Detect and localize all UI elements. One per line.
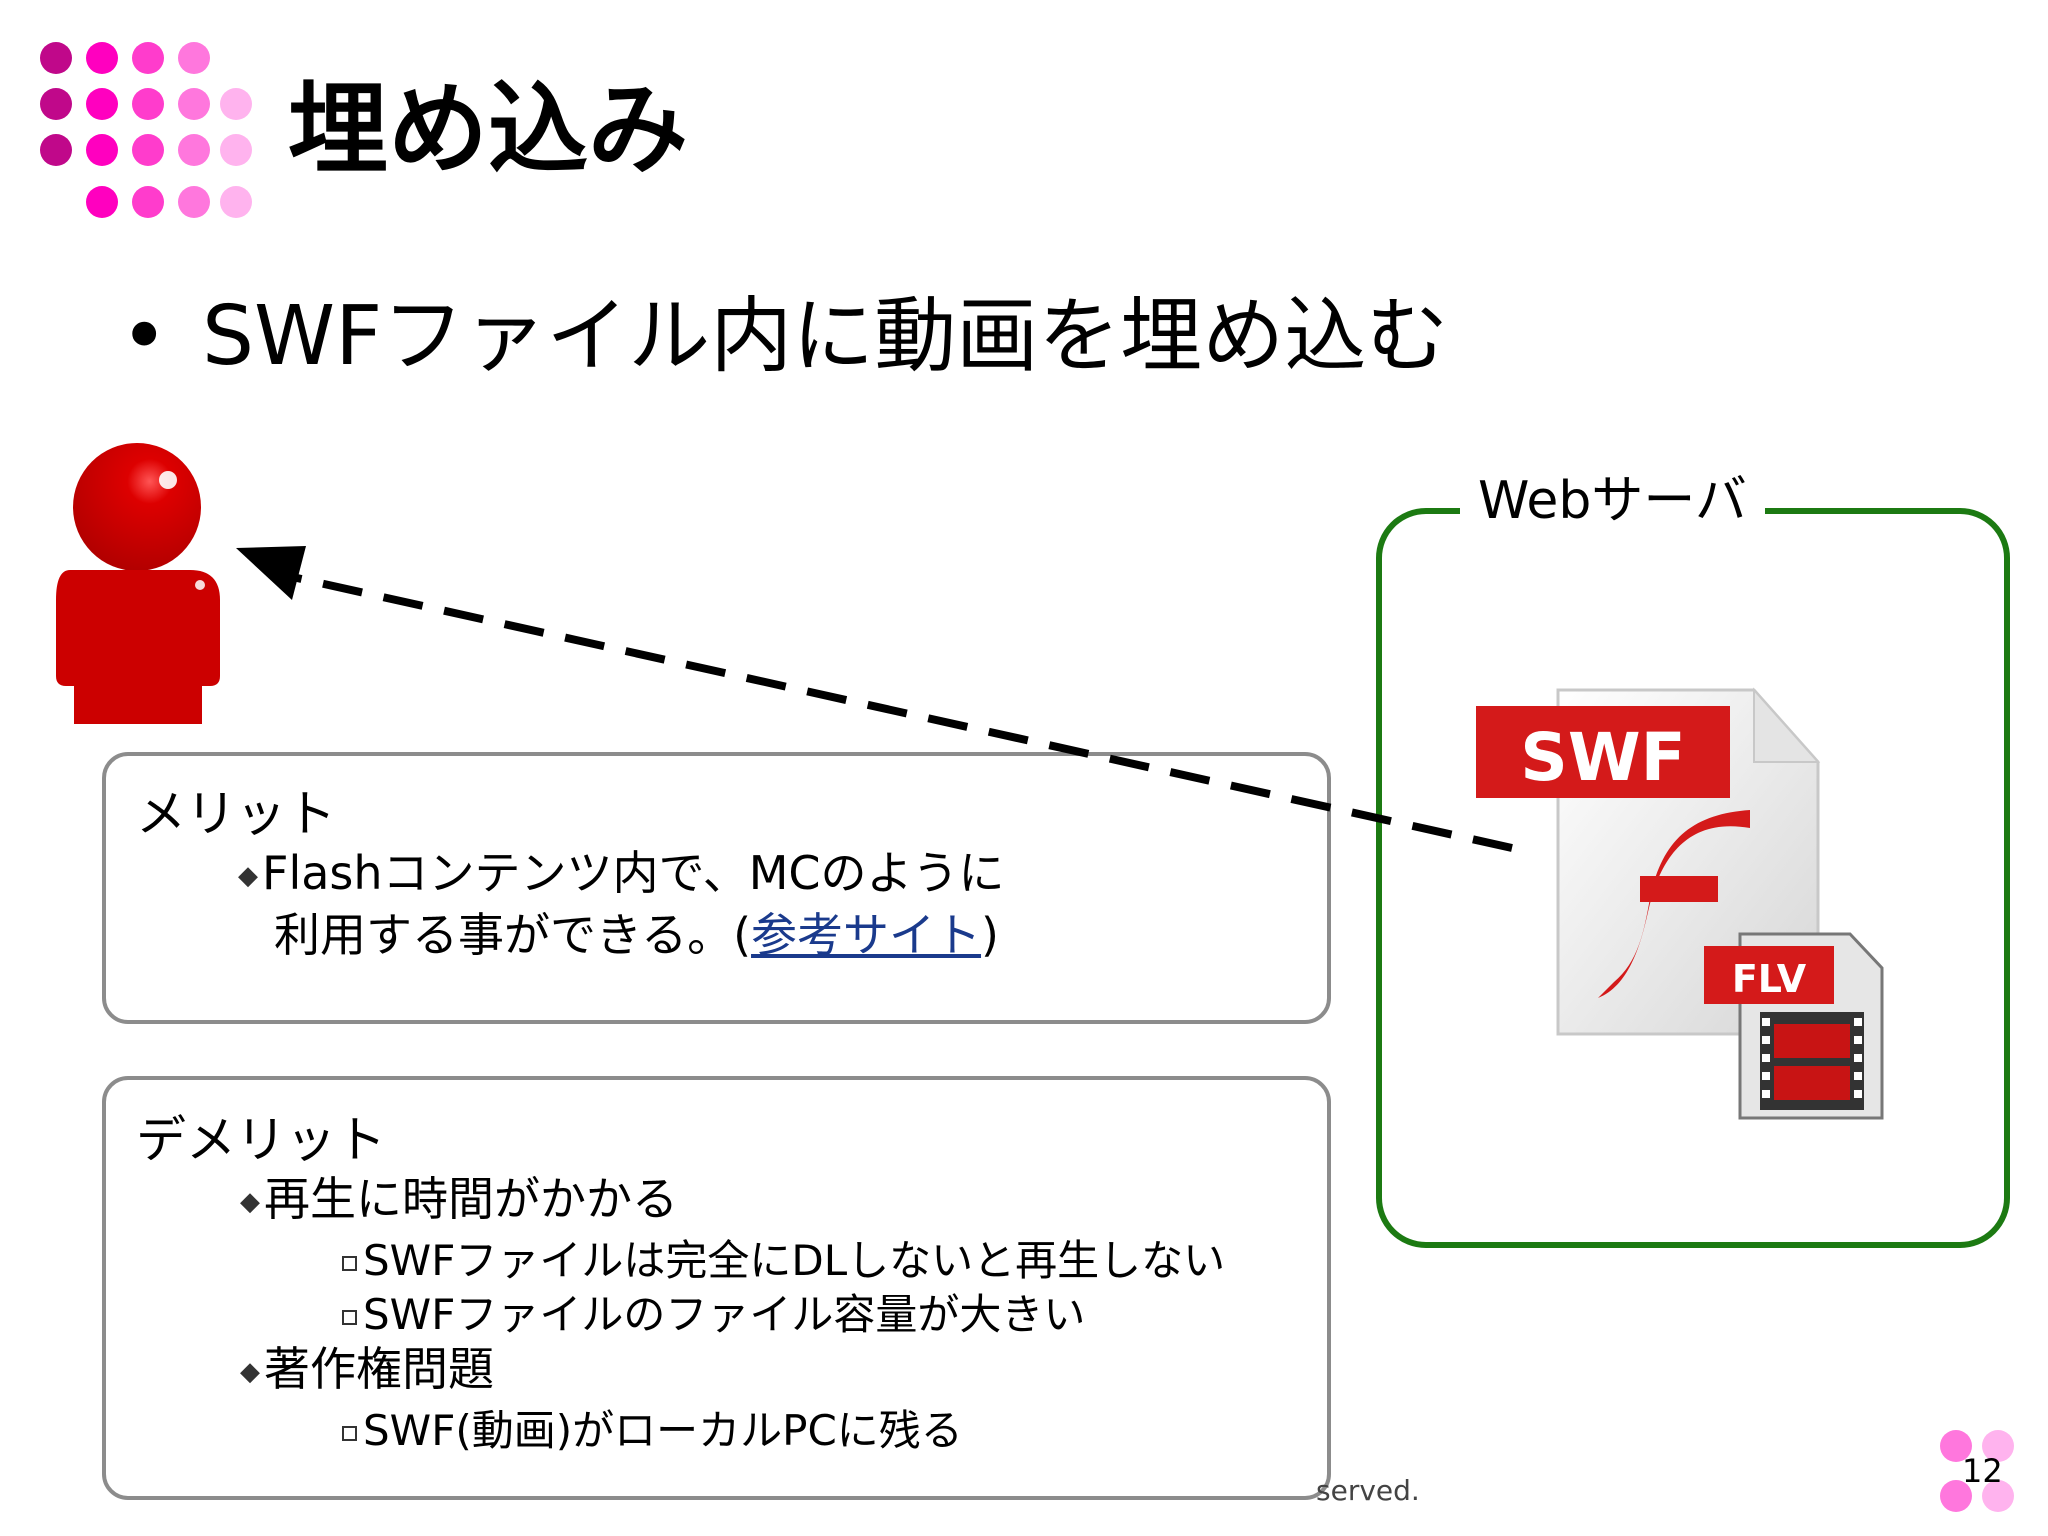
- demerit-item: ◆再生に時間がかかる: [240, 1172, 678, 1227]
- logo-dot: [1940, 1480, 1972, 1512]
- web-server-label: Webサーバ: [1460, 470, 1765, 533]
- demerit-subitem-text: SWFファイルのファイル容量が大きい: [363, 1290, 1086, 1339]
- demerit-subitem-text: SWF(動画)がローカルPCに残る: [363, 1406, 963, 1455]
- merit-item-line2: 利用する事ができる。(参考サイト): [274, 908, 999, 963]
- logo-dot: [220, 186, 252, 218]
- bullet-marker: •: [120, 289, 169, 384]
- bullet-text: SWFファイル内に動画を埋め込む: [202, 289, 1449, 384]
- demerit-box: デメリット ◆再生に時間がかかる SWFファイルは完全にDLしないと再生しない …: [102, 1076, 1331, 1500]
- logo-dot: [220, 88, 252, 120]
- user-icon: [56, 443, 220, 724]
- logo-dot: [178, 134, 210, 166]
- logo-dot: [1940, 1430, 1972, 1462]
- merit-item-prefix: 利用する事ができる。(: [274, 908, 752, 962]
- merit-heading: メリット: [136, 785, 336, 843]
- demerit-item-label: 著作権問題: [264, 1342, 494, 1396]
- reference-site-link[interactable]: 参考サイト: [751, 908, 982, 962]
- diamond-bullet-icon: ◆: [238, 860, 258, 891]
- page-number: 12: [1962, 1452, 2003, 1490]
- merit-item-suffix: ): [981, 908, 999, 962]
- logo-dot: [178, 186, 210, 218]
- logo-dot: [220, 134, 252, 166]
- logo-dot: [86, 42, 118, 74]
- logo-dot: [86, 134, 118, 166]
- flv-file-icon: FLV: [1704, 932, 1884, 1120]
- main-bullet: • SWFファイル内に動画を埋め込む: [120, 288, 1448, 386]
- logo-dot: [40, 134, 72, 166]
- logo-dot: [1982, 1430, 2014, 1462]
- merit-item-line1: ◆Flashコンテンツ内で、MCのように: [238, 846, 1005, 901]
- logo-dot: [178, 88, 210, 120]
- demerit-item-label: 再生に時間がかかる: [264, 1172, 678, 1226]
- logo-dot: [86, 88, 118, 120]
- logo-dot: [132, 42, 164, 74]
- demerit-heading: デメリット: [136, 1111, 386, 1169]
- logo-dot: [40, 42, 72, 74]
- logo-dot: [132, 134, 164, 166]
- square-bullet-icon: [342, 1310, 357, 1325]
- slide-title: 埋め込み: [288, 71, 688, 188]
- logo-dot: [132, 88, 164, 120]
- demerit-subitem-text: SWFファイルは完全にDLしないと再生しない: [363, 1236, 1226, 1285]
- flv-label: FLV: [1732, 957, 1807, 1001]
- demerit-subitem: SWFファイルは完全にDLしないと再生しない: [342, 1236, 1225, 1286]
- footer-copyright: served.: [1316, 1474, 1420, 1507]
- logo-dot: [86, 186, 118, 218]
- logo-dot: [1982, 1480, 2014, 1512]
- swf-label: SWF: [1520, 719, 1685, 796]
- demerit-subitem: SWFファイルのファイル容量が大きい: [342, 1290, 1085, 1340]
- square-bullet-icon: [342, 1426, 357, 1441]
- merit-box: メリット ◆Flashコンテンツ内で、MCのように 利用する事ができる。(参考サ…: [102, 752, 1331, 1024]
- logo-dot: [178, 42, 210, 74]
- demerit-subitem: SWF(動画)がローカルPCに残る: [342, 1406, 963, 1456]
- demerit-item: ◆著作権問題: [240, 1342, 494, 1397]
- logo-dot: [40, 88, 72, 120]
- diamond-bullet-icon: ◆: [240, 1356, 260, 1387]
- merit-item-text: Flashコンテンツ内で、MCのように: [262, 846, 1005, 900]
- logo-dot: [132, 186, 164, 218]
- square-bullet-icon: [342, 1256, 357, 1271]
- diamond-bullet-icon: ◆: [240, 1186, 260, 1217]
